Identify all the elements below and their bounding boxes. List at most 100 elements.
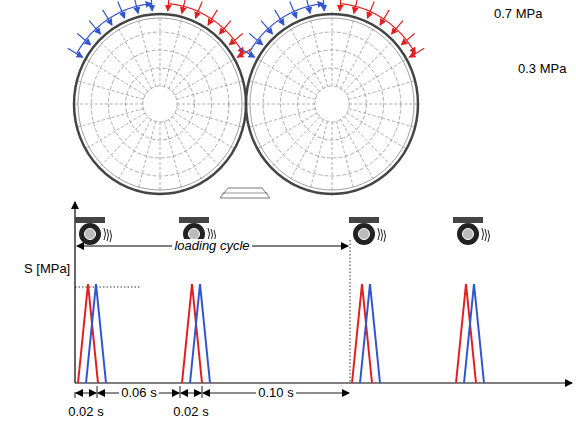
mesh-spoke [117,26,151,88]
mesh-spoke [117,120,151,182]
blue-pulse [86,284,106,383]
wheel-fender [453,217,483,223]
mesh-spoke [86,113,146,149]
wheel-icon [353,223,375,245]
wheel-icon [79,223,101,245]
time-dimensions [75,386,349,398]
shear-arrow [340,4,415,54]
mesh-spoke [332,122,333,194]
mesh-spoke [177,109,243,128]
mesh-spoke [289,26,323,88]
contact-zone [222,193,268,194]
pressure-arrow [89,21,100,34]
mesh-spoke [349,109,415,128]
shear-arrow [249,4,324,54]
speed-mark [485,229,487,241]
mesh-spoke [349,104,418,105]
tire-inner [78,18,242,190]
load-pulses [78,284,484,383]
mesh-spoke [175,59,235,95]
mesh-spoke [271,40,320,91]
mesh-spoke [177,104,246,105]
pressure-arrow [340,0,341,11]
mesh-ring [315,86,349,122]
mesh-spoke [336,17,354,87]
wheel-hub [463,229,474,240]
mesh-spoke [99,40,148,91]
wheel-hub [359,229,370,240]
mesh-spoke [258,59,318,95]
cycle-label: loading cycle [172,239,251,253]
speed-mark [488,230,490,242]
shear-arrow [168,4,243,54]
mesh-spoke [175,113,235,149]
axis-label: S [MPa] [22,262,72,276]
tire-mesh [74,14,418,194]
wheel-hub [85,229,96,240]
mesh-ring [280,50,383,158]
y-axis [74,202,75,383]
mesh-spoke [99,117,148,168]
time-label: 0.02 s [66,405,105,419]
pressure-arrow [409,48,424,57]
mesh-spoke [249,109,315,128]
blue-pulse [360,284,380,383]
wheel-fender [179,217,209,223]
mesh-spoke [177,81,243,100]
mesh-spoke [74,104,143,105]
mesh-spoke [341,120,375,182]
mesh-spoke [310,121,328,191]
speed-mark [381,229,383,241]
mesh-spoke [310,17,328,87]
pressure-arrow [219,21,230,34]
wheel-fender [349,217,379,223]
wheel-icons [75,217,490,245]
wheel-icon [457,223,479,245]
pressure-arrow [290,2,297,19]
time-label: 0.02 s [171,405,210,419]
speed-mark [378,228,380,240]
mesh-spoke [169,120,203,182]
pressure-arrow [261,21,272,34]
time-label: 0.06 s [119,386,158,400]
mesh-spoke [258,113,318,149]
pressure-arrow [237,48,252,57]
pressure-arrow [323,0,324,11]
shear-arrow [77,4,152,54]
speed-mark [482,228,484,240]
mesh-spoke [246,104,315,105]
tire-outline [246,14,418,194]
mesh-spoke [289,120,323,182]
mesh-spoke [160,122,161,194]
blue-pulse [190,284,210,383]
mesh-spoke [271,117,320,168]
mesh-spoke [164,17,182,87]
mesh-spoke [344,117,393,168]
mesh-spoke [347,113,407,149]
pressure-arrows [68,0,425,57]
pressure-arrow [367,2,374,19]
wheel-fender [75,217,105,223]
time-label: 0.10 s [256,386,295,400]
mesh-spoke [160,14,161,86]
pressure-arrow [195,2,202,19]
mesh-spoke [138,121,156,191]
pressure-label: 0.3 MPa [516,62,568,76]
speed-mark [384,230,386,242]
x-axis [75,382,572,383]
pressure-arrow [68,48,83,57]
pressure-arrow [391,21,402,34]
mesh-spoke [86,59,146,95]
pressure-arrow [118,2,125,19]
mesh-spoke [172,117,221,168]
mesh-ring [143,86,177,122]
mesh-spoke [249,81,315,100]
mesh-spoke [169,26,203,88]
speed-mark [107,229,109,241]
mesh-spoke [77,109,143,128]
wheel-hub [189,229,200,240]
blue-pulse [464,284,484,383]
mesh-spoke [164,121,182,191]
